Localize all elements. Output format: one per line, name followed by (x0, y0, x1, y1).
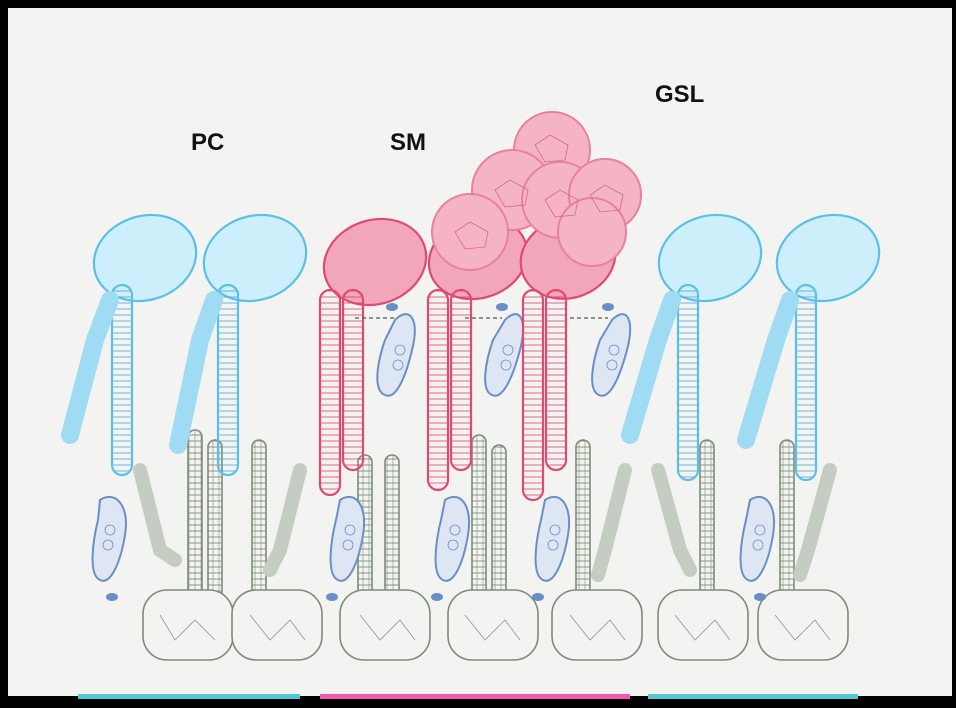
label-gsl: GSL (655, 81, 704, 109)
band-sm-gsl (320, 694, 630, 699)
label-sm: SM (390, 129, 426, 157)
band-right (648, 694, 858, 699)
label-pc: PC (191, 129, 224, 157)
band-pc (78, 694, 300, 699)
